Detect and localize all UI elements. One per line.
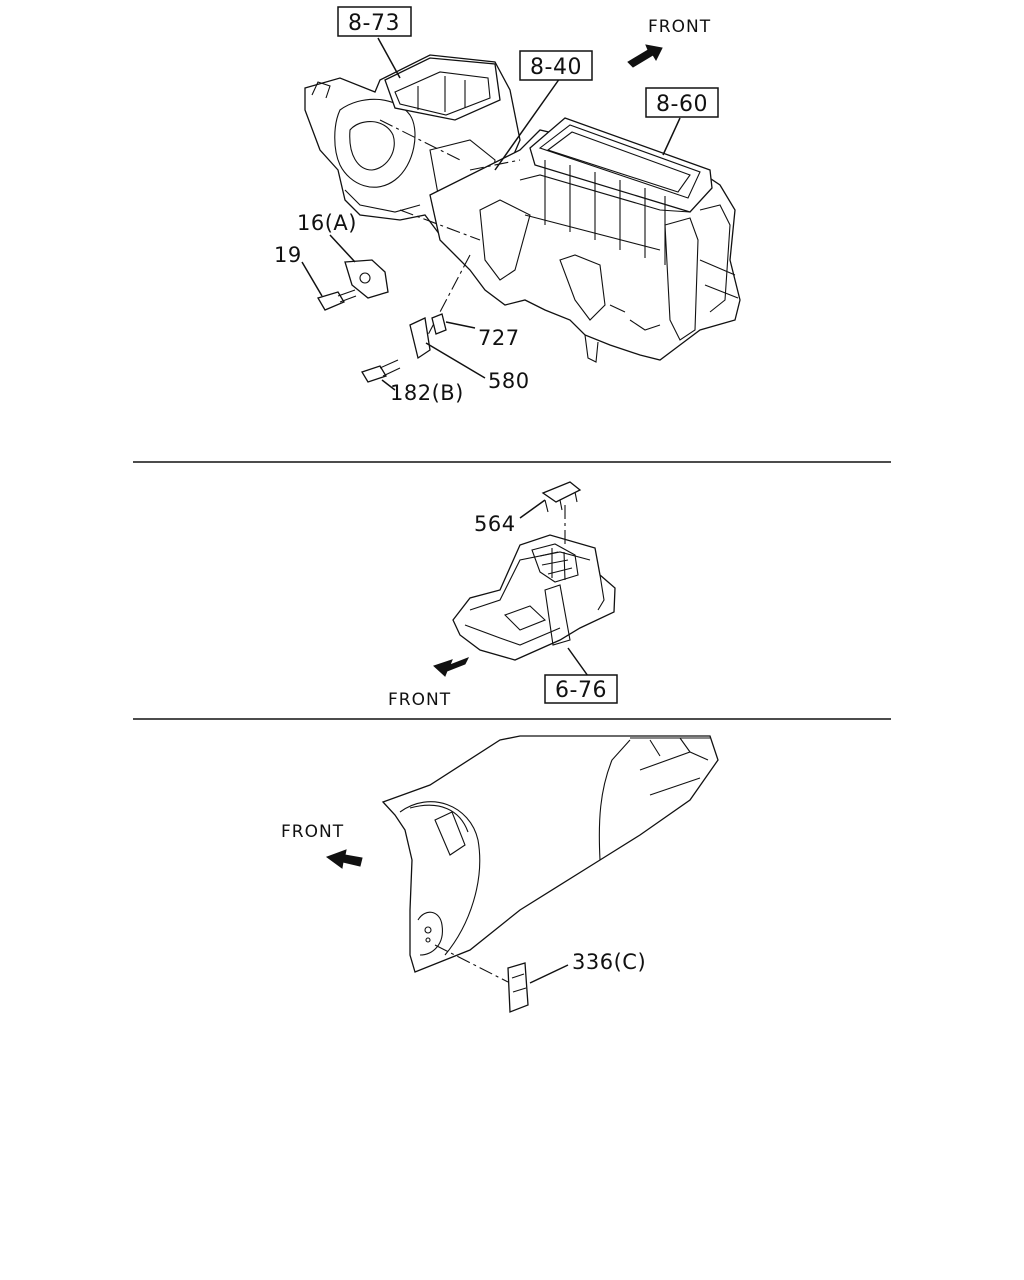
front-label-console: FRONT <box>388 690 451 710</box>
ref-box-8-73 <box>337 6 412 37</box>
clip-580-drawing <box>409 317 431 360</box>
front-label-dashboard: FRONT <box>281 822 344 842</box>
ref-label-8-40: 8-40 <box>530 55 582 80</box>
hvac-section: 8-73 8-40 8-60 16(A) 19 727 580 182(B) F… <box>274 6 741 405</box>
heater-case-drawing <box>429 117 741 363</box>
front-arrow-hvac <box>627 44 663 68</box>
part-label-182b: 182(B) <box>390 381 464 405</box>
front-arrow-console <box>433 657 470 677</box>
screw-19-drawing <box>317 289 357 311</box>
ref-label-8-60: 8-60 <box>656 92 708 117</box>
ref-box-8-60 <box>645 87 719 118</box>
console-section: 6-76 564 FRONT <box>388 481 618 710</box>
console-drawing <box>452 534 616 661</box>
front-arrow-dashboard <box>325 849 363 869</box>
ref-box-6-76 <box>544 674 618 704</box>
ref-box-8-40 <box>519 50 593 81</box>
bracket-336c-drawing <box>507 962 529 1013</box>
instrument-panel-drawing <box>381 735 719 973</box>
part-label-727: 727 <box>478 326 520 350</box>
pad-727-drawing <box>431 313 447 335</box>
part-label-19: 19 <box>274 243 302 267</box>
part-label-580: 580 <box>488 369 530 393</box>
part-label-336c: 336(C) <box>572 950 646 974</box>
part-label-564: 564 <box>474 512 516 536</box>
ref-label-6-76: 6-76 <box>555 678 607 703</box>
front-label-hvac: FRONT <box>648 17 711 37</box>
bracket-16a-drawing <box>344 259 389 299</box>
cover-564-drawing <box>541 481 582 513</box>
dashboard-section: 336(C) FRONT <box>281 735 719 1013</box>
ref-label-8-73: 8-73 <box>348 11 400 36</box>
part-label-16a: 16(A) <box>297 211 357 235</box>
screw-182b-drawing <box>361 359 401 383</box>
